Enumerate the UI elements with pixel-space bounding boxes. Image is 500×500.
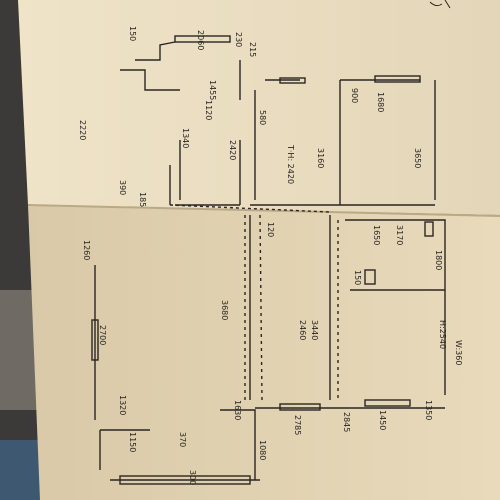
dim-label: 150 (128, 26, 137, 41)
dashed-guide-h (169, 204, 331, 213)
dim-label: 120 (266, 222, 275, 237)
dim-label: 1320 (118, 395, 127, 415)
wall-left-column (169, 140, 240, 206)
column-block (364, 269, 376, 285)
window-bottom (119, 475, 251, 485)
dim-label: T·H: 2420 (286, 144, 295, 184)
window-bottom-mid (279, 403, 321, 411)
dim-label: H:2540 (438, 320, 447, 349)
wall-bottom-right (220, 409, 256, 480)
dim-label: 1120 (204, 100, 213, 120)
dim-label: 1800 (434, 250, 443, 270)
notebook-page-top (18, 0, 500, 215)
dim-label: 1150 (128, 432, 137, 452)
wall-divider (250, 80, 435, 206)
dim-label: 1260 (82, 240, 91, 260)
dashed-guide-v2 (259, 214, 263, 401)
door-marker (424, 221, 434, 237)
dim-label: 1450 (378, 410, 387, 430)
window-left-bottom (91, 319, 99, 361)
dim-label: 3650 (413, 148, 422, 168)
dim-label: 3680 (220, 300, 229, 320)
wall-mid-left (249, 215, 331, 400)
dim-label: 1080 (258, 440, 267, 460)
window-top-right (374, 75, 421, 83)
dim-label: 2460 (298, 320, 307, 340)
window-bottom-right (364, 399, 411, 407)
dim-label: 1340 (181, 128, 190, 148)
dim-label: 300 (188, 470, 197, 485)
dim-label: 1680 (376, 92, 385, 112)
dim-label: W:360 (454, 340, 463, 365)
notebook-spine-fold (27, 204, 500, 217)
dim-label: 3440 (310, 320, 319, 340)
dim-label: 1650 (372, 225, 381, 245)
dim-label: 185 (138, 192, 147, 207)
dim-label: 2700 (98, 325, 107, 345)
dim-label: 390 (118, 180, 127, 195)
dim-label: 2060 (196, 30, 205, 50)
wall-window-top (174, 35, 231, 43)
dim-label: 1350 (424, 400, 433, 420)
denim-cloth (0, 440, 40, 500)
dim-label: 150 (353, 270, 362, 285)
wall-mid-right (345, 219, 446, 291)
dim-label: 2420 (228, 140, 237, 160)
dim-label: 3160 (316, 148, 325, 168)
wall-bottom-room (99, 429, 260, 481)
corner-scribble (429, 0, 451, 9)
dim-label: 2785 (293, 415, 302, 435)
dim-label: 3170 (395, 225, 404, 245)
dim-label: 2845 (342, 412, 351, 432)
wall-top-left (135, 41, 176, 61)
notebook-page-bottom (28, 205, 500, 500)
dim-label: 580 (258, 110, 267, 125)
dim-label: 370 (178, 432, 187, 447)
floor-plan-drawing (91, 35, 446, 485)
wall-left-alcove (120, 69, 180, 91)
dim-label: 900 (350, 88, 359, 103)
window-top-mid (279, 77, 306, 84)
dim-label: 2220 (78, 120, 87, 140)
dimension-labels: 2060 230 215 150 1120 1455 1340 580 2220… (78, 26, 463, 485)
dim-label: 230 (234, 32, 243, 47)
dim-label: 1455 (208, 80, 217, 100)
dim-label: 1630 (233, 400, 242, 420)
dim-label: 215 (248, 42, 257, 57)
